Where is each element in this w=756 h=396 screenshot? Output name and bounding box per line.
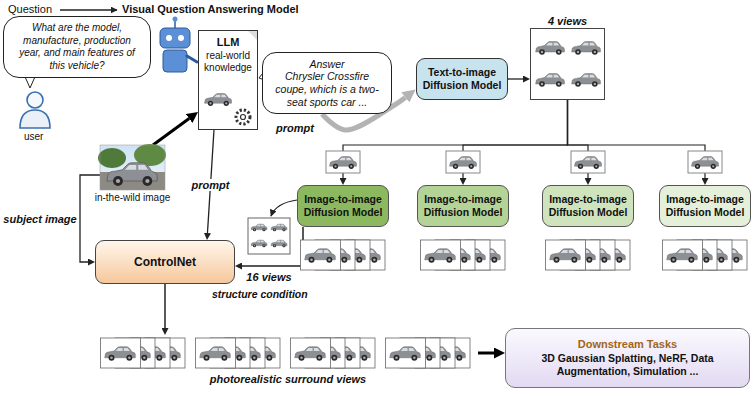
view-image: 4 views <box>530 28 605 100</box>
document-icon <box>198 30 258 130</box>
four-view-cars <box>530 28 605 100</box>
vehicle-photo <box>98 144 166 190</box>
connector-arrow <box>568 100 706 178</box>
connector-arrow <box>164 284 166 328</box>
downstream-list: 3D Gaussian Splatting, NeRF, Data Augmen… <box>523 352 733 378</box>
model-name: ControlNet <box>134 255 196 269</box>
knowledge-text: real-world knowledge <box>202 50 254 74</box>
diffusion-box: Text-to-image Diffusion Model <box>416 58 508 100</box>
question-bubble: What are the model, manufacture, product… <box>3 16 151 78</box>
model-name: Image-to-image Diffusion Model <box>663 193 747 219</box>
user-label: user <box>24 131 43 142</box>
model-name: Image-to-image Diffusion Model <box>301 193 385 219</box>
robot-icon <box>160 17 197 73</box>
photo-caption: in-the-wild image <box>95 192 171 203</box>
flow-arrow <box>60 9 117 11</box>
flow-label: Question <box>8 3 52 15</box>
downstream-heading: Downstream Tasks <box>578 338 677 350</box>
model-name: Image-to-image Diffusion Model <box>421 193 505 219</box>
connector-arrow <box>478 352 494 355</box>
diffusion-box: Image-to-image Diffusion Model <box>659 185 751 227</box>
view-count: 4 views <box>548 15 587 27</box>
edge-label: prompt <box>274 122 316 134</box>
connector-group <box>80 79 705 353</box>
diffusion-box: Image-to-image Diffusion Model <box>417 185 509 227</box>
downstream-box: Downstream Tasks 3D Gaussian Splatting, N… <box>505 328 750 388</box>
question-text: What are the model, manufacture, product… <box>12 22 142 72</box>
view-thumbnail <box>326 151 722 173</box>
knowledge-document: LLM real-world knowledge <box>198 30 258 130</box>
condition-label: structure condition <box>212 288 308 300</box>
input-photo: in-the-wild image <box>100 145 165 190</box>
llm-title: LLM <box>217 36 240 48</box>
edge-label: 16 views <box>244 271 293 283</box>
diffusion-box: Image-to-image Diffusion Model <box>542 185 634 227</box>
surround-view-stack <box>101 338 471 368</box>
model-title: Visual Question Answering Model <box>122 3 299 15</box>
connector-arrow <box>153 119 189 145</box>
controlnet-box: ControlNet <box>95 240 235 284</box>
result-strip: photorealistic surround views <box>98 335 478 371</box>
model-name: Image-to-image Diffusion Model <box>546 193 630 219</box>
answer-bubble: AnswerChrysler Crossfire coupe, which is… <box>262 52 392 114</box>
edge-label: subject image <box>1 213 78 225</box>
edge-label: prompt <box>190 179 232 191</box>
answer-text: Chrysler Crossfire coupe, which is a two… <box>271 70 383 109</box>
connector-arrow <box>508 78 523 79</box>
strip-caption: photorealistic surround views <box>210 373 366 385</box>
view-stack <box>301 240 748 270</box>
condition-views <box>248 200 297 254</box>
diffusion-box: Image-to-image Diffusion Model <box>297 185 389 227</box>
user-icon <box>20 92 50 128</box>
model-name: Text-to-image Diffusion Model <box>420 66 504 92</box>
answer-heading: Answer <box>309 58 344 70</box>
